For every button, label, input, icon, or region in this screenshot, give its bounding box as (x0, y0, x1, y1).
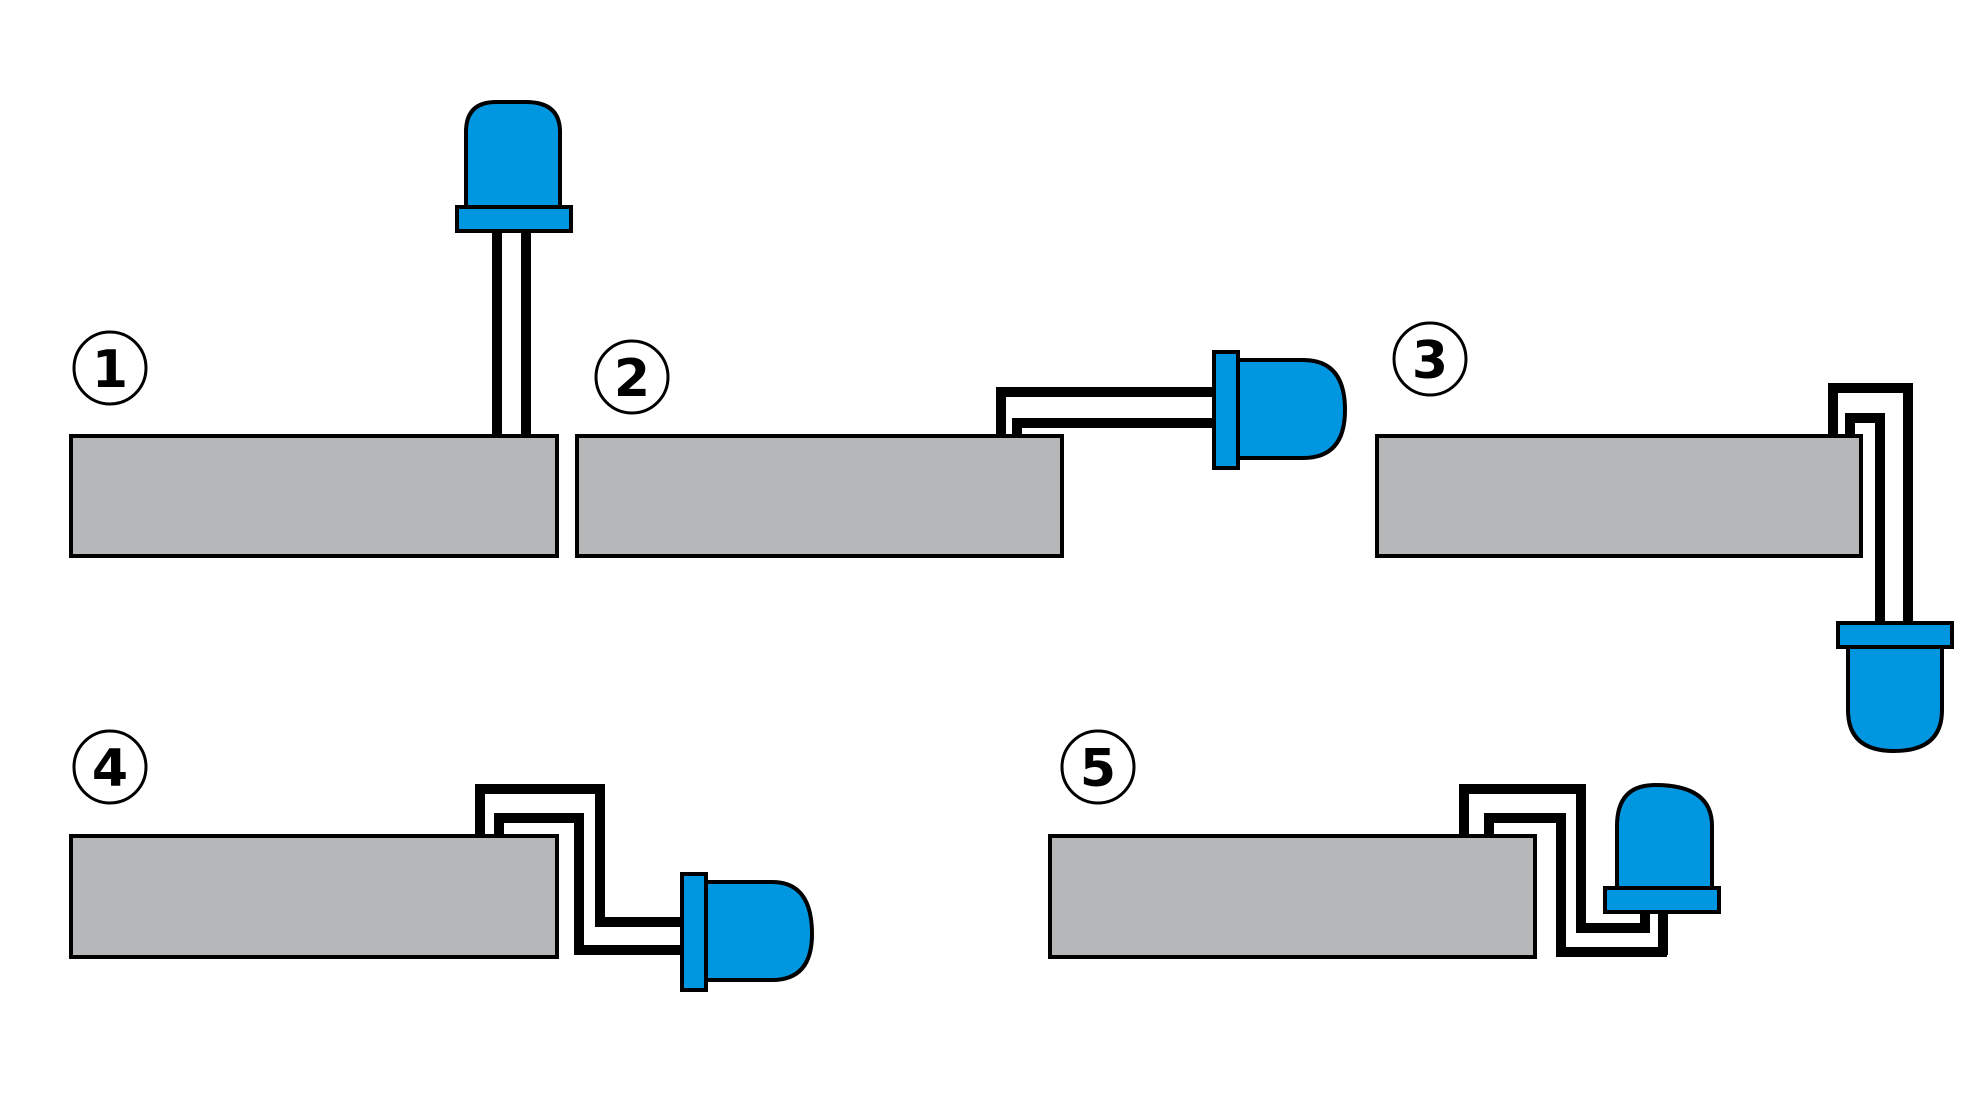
circuit-board (1375, 434, 1863, 558)
panel-5: 5 (1048, 729, 1721, 959)
panel-badge: 4 (72, 729, 148, 805)
circuit-board (69, 434, 559, 558)
led-leads (475, 784, 682, 955)
lead-2 (1012, 418, 1218, 436)
panel-badge: 1 (72, 330, 148, 406)
lead-2 (1845, 413, 1885, 625)
panel-badge: 2 (594, 339, 670, 415)
led-leads (1828, 383, 1913, 625)
led-icon (680, 872, 815, 992)
badge-number: 1 (92, 340, 128, 400)
panel-1: 1 (69, 100, 573, 558)
lead-1 (996, 387, 1218, 436)
badge-number: 3 (1412, 331, 1448, 391)
led-icon (455, 100, 573, 233)
panel-badge: 3 (1392, 321, 1468, 397)
badge-circle (1060, 729, 1136, 805)
panel-4: 4 (69, 729, 815, 992)
badge-circle (594, 339, 670, 415)
led-dome (702, 880, 815, 982)
led-dome (464, 100, 562, 210)
circuit-board (575, 434, 1064, 558)
panel-2: 2 (575, 339, 1348, 558)
badge-circle (72, 729, 148, 805)
badge-number: 2 (614, 349, 650, 409)
lead-2 (1484, 813, 1667, 957)
lead-1 (1459, 784, 1650, 933)
led-dome (1234, 358, 1348, 460)
badge-number: 4 (92, 739, 128, 799)
circuit-board (69, 834, 559, 959)
lead-1 (475, 784, 682, 927)
led-icon (1603, 782, 1721, 914)
led-dome (1846, 643, 1944, 754)
led-flange (1212, 350, 1240, 470)
led-leads (492, 230, 531, 436)
led-icon (1212, 350, 1348, 470)
badge-circle (1392, 321, 1468, 397)
lead-2 (494, 813, 682, 955)
badge-circle (72, 330, 148, 406)
led-icon (1836, 621, 1954, 754)
led-flange (1603, 886, 1721, 914)
panel-badge: 5 (1060, 729, 1136, 805)
lead-1 (1828, 383, 1913, 625)
panel-3: 3 (1375, 321, 1954, 754)
badge-number: 5 (1080, 739, 1116, 799)
led-flange (1836, 621, 1954, 649)
led-flange (455, 205, 573, 233)
led-dome (1615, 782, 1714, 892)
led-flange (680, 872, 708, 992)
circuit-board (1048, 834, 1537, 959)
led-leads (996, 387, 1218, 436)
